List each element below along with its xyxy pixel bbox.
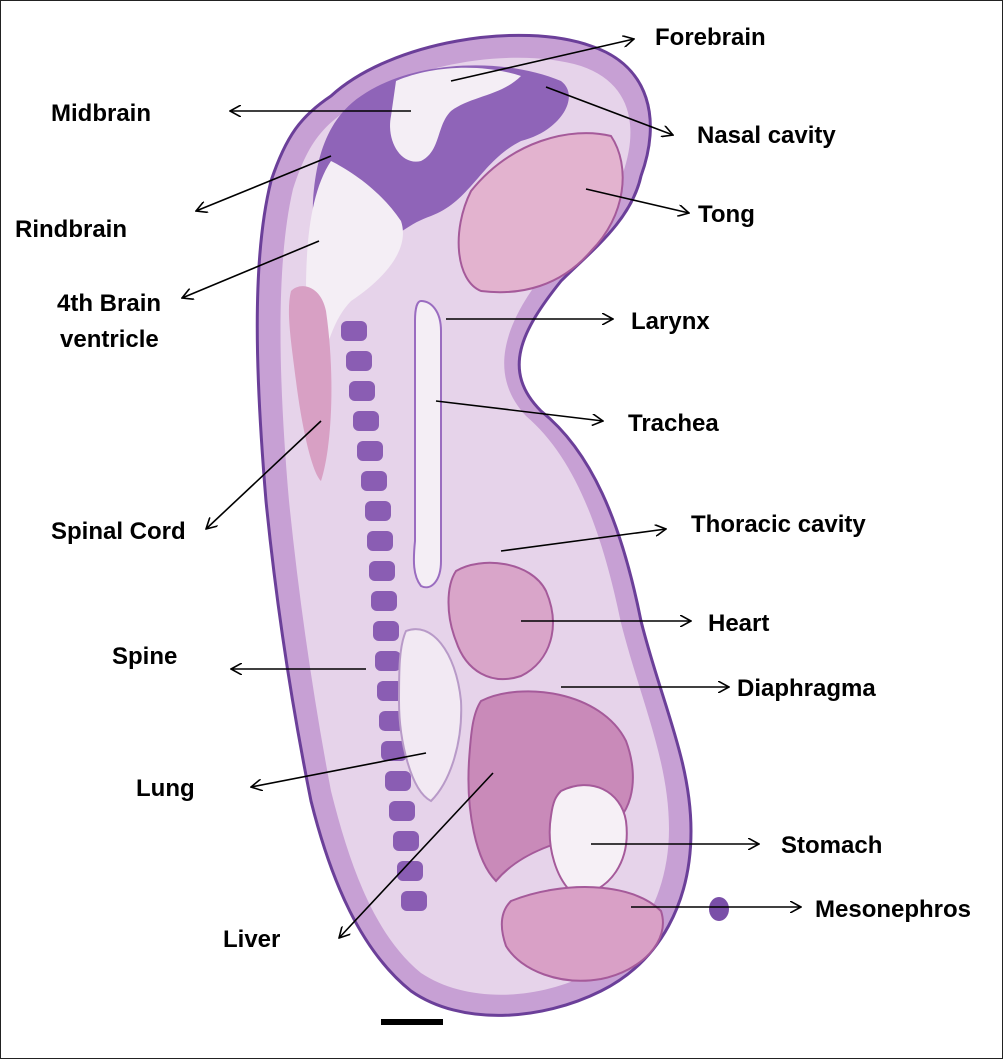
embryo-tissue-section <box>257 35 729 1015</box>
label-mesonephros: Mesonephros <box>815 896 971 923</box>
label-forebrain: Forebrain <box>655 24 766 51</box>
label-thoracic-cavity: Thoracic cavity <box>691 511 866 538</box>
label-liver: Liver <box>223 926 280 953</box>
trachea-region <box>414 301 441 587</box>
label-lung: Lung <box>136 775 195 802</box>
label-spinal-cord: Spinal Cord <box>51 518 186 545</box>
label-rindbrain: Rindbrain <box>15 216 127 243</box>
label-diaphragma: Diaphragma <box>737 675 876 702</box>
label-4th-brain-ventricle-line2: ventricle <box>60 326 159 353</box>
label-trachea: Trachea <box>628 410 719 437</box>
label-tong: Tong <box>698 201 755 228</box>
label-4th-brain-ventricle-line1: 4th Brain <box>57 290 161 317</box>
mesonephros-node <box>709 897 729 921</box>
label-spine: Spine <box>112 643 177 670</box>
label-stomach: Stomach <box>781 832 882 859</box>
label-larynx: Larynx <box>631 308 710 335</box>
label-nasal-cavity: Nasal cavity <box>697 122 836 149</box>
scale-bar <box>381 1019 443 1025</box>
label-midbrain: Midbrain <box>51 100 151 127</box>
label-heart: Heart <box>708 610 769 637</box>
